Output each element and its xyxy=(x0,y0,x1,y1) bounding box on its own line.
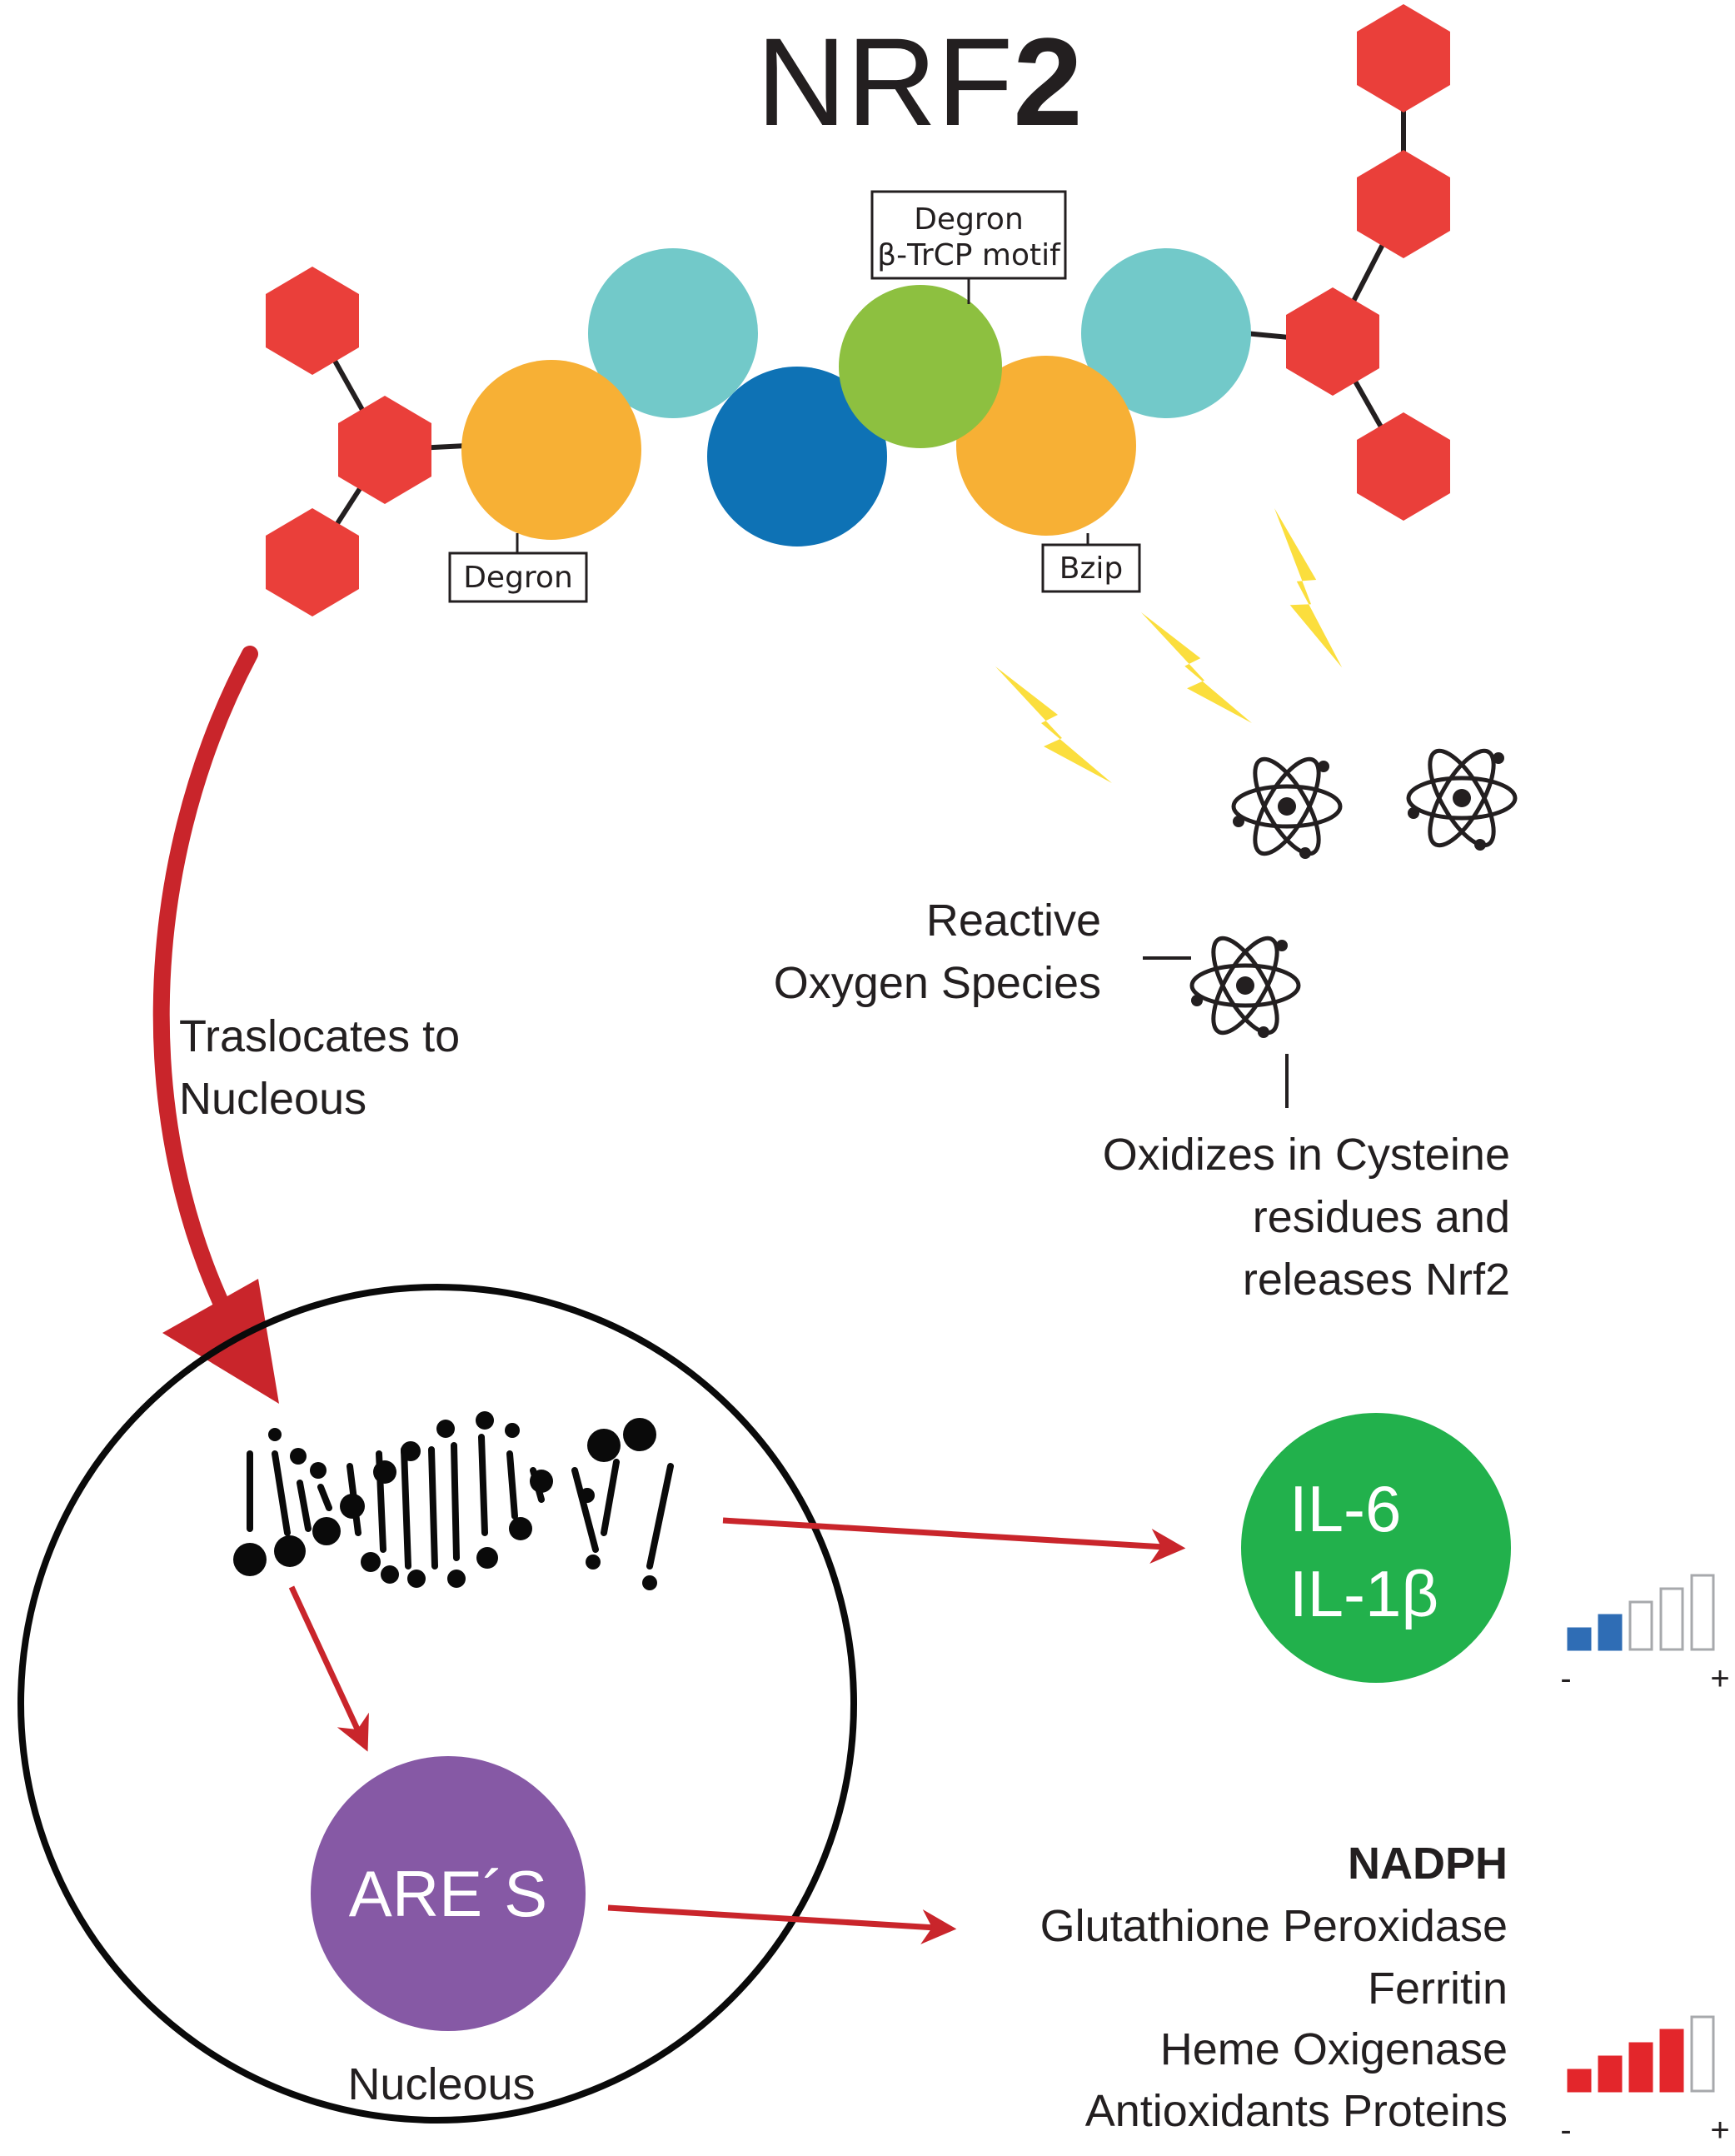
hexagon xyxy=(338,396,431,504)
lightning-icon xyxy=(995,666,1112,783)
level-bar-empty xyxy=(1628,1600,1653,1651)
hexagon xyxy=(1357,412,1450,521)
degron-left-text: Degron xyxy=(463,561,573,595)
antioxidant-item: Glutathione Peroxidase xyxy=(1040,1901,1508,1951)
level-bar-filled xyxy=(1598,1614,1623,1651)
cytokine-level-scale xyxy=(1567,1574,1715,1651)
dna-to-are-arrow xyxy=(288,1585,369,1752)
cytokine-circle xyxy=(1241,1413,1511,1683)
title-number: 2 xyxy=(1013,12,1082,152)
atom-icon xyxy=(1191,930,1299,1042)
level-bar-filled xyxy=(1567,1627,1592,1651)
translocation-arrowhead xyxy=(162,1279,279,1404)
diagram-title: NRF2 xyxy=(756,12,1083,152)
lightning-icon xyxy=(1228,508,1388,668)
level-bar-filled xyxy=(1567,2069,1592,2093)
dna-to-cytokine-arrow xyxy=(722,1517,1186,1564)
ros-effect-line1: Oxidizes in Cysteine xyxy=(1103,1130,1510,1180)
are-circle xyxy=(311,1756,586,2031)
lightning-icon xyxy=(1141,612,1252,723)
are-label: ARE´S xyxy=(349,1857,547,1930)
antioxidant-item: Antioxidants Proteins xyxy=(1085,2086,1508,2136)
cytokine-line1: IL-6 xyxy=(1289,1472,1401,1545)
ros-label-line2: Oxygen Species xyxy=(774,958,1101,1008)
nucleus-label: Nucleous xyxy=(347,2059,535,2109)
right-hexagon-cluster xyxy=(1244,4,1450,521)
level-bar-filled xyxy=(1598,2055,1623,2093)
hexagon xyxy=(1357,150,1450,258)
level-bar-filled xyxy=(1628,2042,1653,2093)
hexagon xyxy=(266,508,359,616)
antioxidant-scale-minus: - xyxy=(1560,2112,1571,2149)
ros-atoms xyxy=(1143,742,1515,1108)
degron-btrcp-domain xyxy=(839,285,1002,448)
level-bar-empty xyxy=(1690,2015,1715,2093)
cytokine-line2: IL-1β xyxy=(1289,1557,1438,1630)
level-bar-filled xyxy=(1659,2029,1684,2093)
bzip-label: Bzip xyxy=(1041,533,1141,593)
ros-effect-line2: residues and xyxy=(1253,1192,1510,1242)
ros-label-line1: Reactive xyxy=(926,896,1101,946)
translocation-line2: Nucleous xyxy=(179,1074,366,1124)
left-hexagon-cluster xyxy=(266,267,467,616)
translocation-arrow xyxy=(152,646,262,1375)
title-prefix: NRF xyxy=(756,12,1013,152)
teal-domain-left xyxy=(588,248,758,418)
hexagon xyxy=(266,267,359,375)
teal-domain-right xyxy=(1081,248,1251,418)
antioxidant-heading: NADPH xyxy=(1348,1839,1508,1889)
cytokine-scale-minus: - xyxy=(1560,1660,1571,1697)
bzip-domain xyxy=(956,356,1136,536)
nucleus-membrane xyxy=(17,1284,857,2124)
degron-top-line1: Degron xyxy=(914,202,1024,237)
degron-btrcp-label: Degron β-TrCP motif xyxy=(870,190,1067,304)
degron-label-left: Degron xyxy=(448,533,588,603)
blue-domain xyxy=(707,367,887,546)
atom-icon xyxy=(1233,751,1340,863)
degron-domain xyxy=(461,360,641,540)
atom-icon xyxy=(1408,742,1515,855)
antioxidant-scale-plus: + xyxy=(1710,2112,1729,2149)
level-bar-empty xyxy=(1690,1574,1715,1651)
cytokine-scale-plus: + xyxy=(1710,1660,1729,1697)
antioxidant-level-scale xyxy=(1567,2015,1715,2093)
level-bar-empty xyxy=(1659,1587,1684,1651)
translocation-line1: Traslocates to xyxy=(179,1011,460,1061)
ros-effect-line3: releases Nrf2 xyxy=(1243,1255,1510,1305)
nrf2-protein-domains xyxy=(461,248,1251,546)
bzip-text: Bzip xyxy=(1059,551,1123,586)
degron-top-line2: β-TrCP motif xyxy=(877,238,1061,272)
antioxidant-item: Heme Oxigenase xyxy=(1160,2024,1508,2074)
hexagon xyxy=(1286,287,1379,396)
dna-helix-icon xyxy=(233,1411,674,1590)
hexagon xyxy=(1357,4,1450,112)
antioxidant-item: Ferritin xyxy=(1368,1964,1508,2014)
are-to-antioxidant-arrow xyxy=(607,1904,957,1944)
